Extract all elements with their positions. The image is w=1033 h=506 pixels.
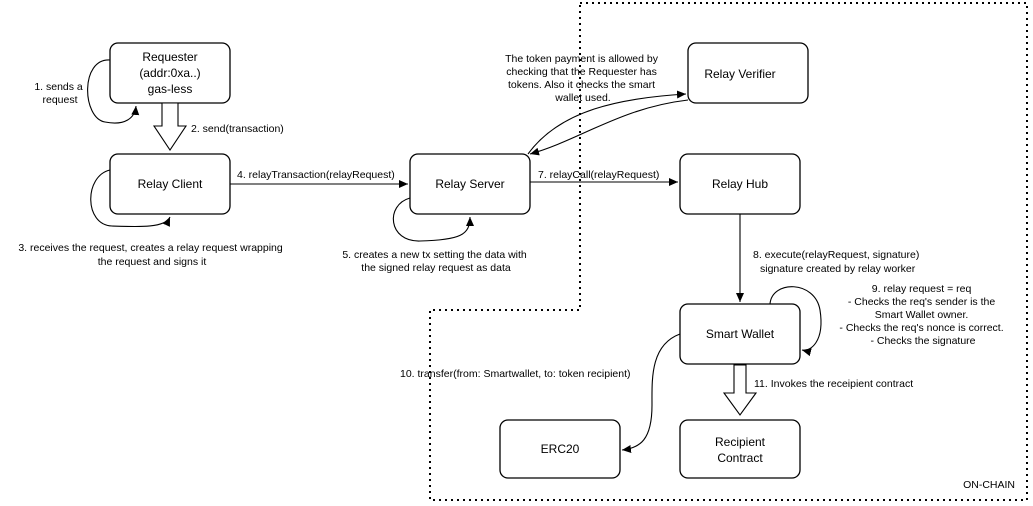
step-1-label: 1. sends a request [34, 81, 85, 106]
self-loop-arrow-relay-client [90, 169, 171, 228]
step-9-label: 9. relay request = req - Checks the req'… [839, 283, 1006, 347]
step-8-label: 8. execute(relayRequest, signature) sign… [753, 249, 922, 275]
step-3-label: 3. receives the request, creates a relay… [18, 242, 285, 268]
self-loop-arrow-relay-server [392, 197, 474, 242]
requester-line-2: (addr:0xa..) [139, 66, 200, 80]
smart-wallet-node: Smart Wallet [679, 303, 801, 365]
relay-server-label: Relay Server [435, 177, 504, 191]
send-transaction-fat-arrow [152, 102, 188, 151]
recipient-contract-node: Recipient Contract [679, 419, 801, 479]
self-loop-arrow-smart-wallet [769, 286, 822, 357]
step-11-label: 11. Invokes the receipient contract [754, 378, 913, 390]
erc20-node: ERC20 [499, 419, 621, 479]
invoke-recipient-fat-arrow [722, 364, 758, 416]
on-chain-label: ON-CHAIN [963, 479, 1015, 491]
step-5-label: 5. creates a new tx setting the data wit… [342, 249, 529, 274]
relay-server-node: Relay Server [409, 153, 531, 215]
step-10-label: 10. transfer(from: Smartwallet, to: toke… [400, 368, 631, 380]
relay-verifier-node: Relay Verifier [687, 42, 809, 104]
step-7-label: 7. relayCall(relayRequest) [538, 169, 659, 181]
relay-verifier-label: Relay Verifier [704, 67, 775, 81]
smart-wallet-label: Smart Wallet [706, 327, 775, 341]
server-to-verifier-arrow [527, 90, 687, 155]
transfer-arrow [621, 333, 681, 453]
step-2-label: 2. send(transaction) [191, 123, 284, 135]
requester-line-3: gas-less [148, 82, 193, 96]
erc20-label: ERC20 [541, 442, 580, 456]
relay-client-label: Relay Client [138, 177, 203, 191]
self-loop-arrow-requester [87, 59, 140, 124]
recipient-contract-line-2: Contract [717, 451, 763, 465]
requester-line-1: Requester [142, 50, 197, 64]
requester-node: Requester (addr:0xa..) gas-less [109, 42, 231, 104]
verifier-note-label: The token payment is allowed by checking… [505, 53, 661, 104]
verifier-to-server-arrow [529, 99, 689, 156]
relay-hub-label: Relay Hub [712, 177, 768, 191]
step-4-label: 4. relayTransaction(relayRequest) [237, 169, 395, 181]
relay-hub-node: Relay Hub [679, 153, 801, 215]
recipient-contract-line-1: Recipient [715, 435, 766, 449]
relay-client-node: Relay Client [109, 153, 231, 215]
